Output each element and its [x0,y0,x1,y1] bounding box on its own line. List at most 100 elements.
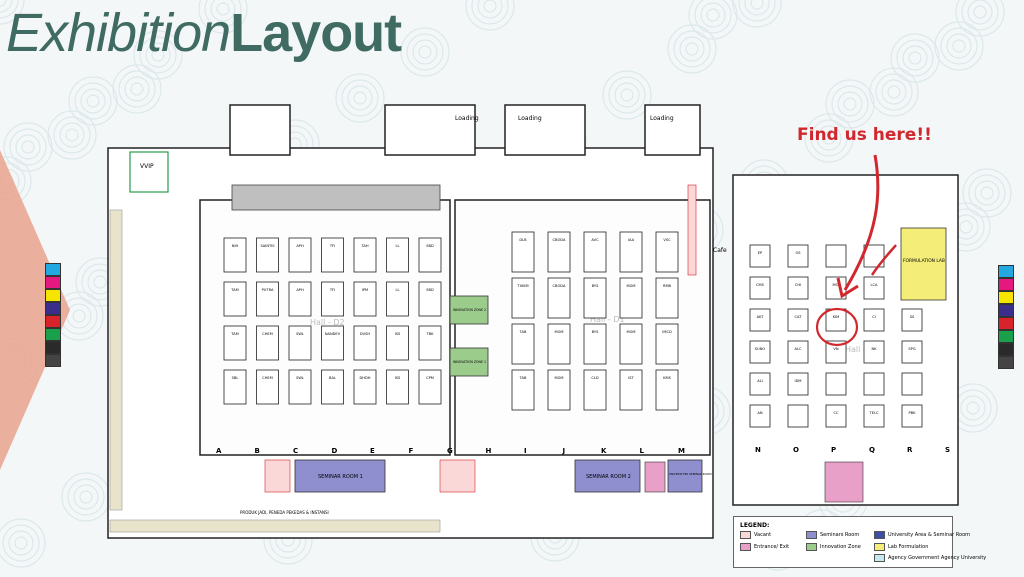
booth[interactable] [863,372,885,396]
title-light: Exhibition [6,3,231,63]
booth[interactable] [655,277,679,319]
booth[interactable] [418,237,442,273]
booth[interactable] [749,372,771,396]
booth[interactable] [655,231,679,273]
seminar-room-2-label: SEMINAR ROOM 2 [586,474,631,480]
legend-item: Vacant [740,531,771,539]
booth[interactable] [223,369,247,405]
find-us-callout: Find us here!! [797,125,932,145]
booth[interactable] [547,369,571,411]
booth[interactable] [288,281,312,317]
booth-label: MGM [627,330,636,334]
booth[interactable] [223,325,247,361]
booth[interactable] [787,372,809,396]
booth[interactable] [547,277,571,319]
booth-label: CHEM [262,376,273,380]
color-swatch [998,317,1014,330]
booth[interactable] [863,404,885,428]
booth[interactable] [901,340,923,364]
booth[interactable] [749,308,771,332]
booth[interactable] [619,369,643,411]
booth[interactable] [825,404,847,428]
booth[interactable] [386,369,409,405]
booth[interactable] [583,231,607,273]
color-swatch [45,315,61,328]
booth[interactable] [655,323,679,365]
seminar-room-2[interactable] [574,459,641,493]
booth[interactable] [321,281,344,317]
booth[interactable] [749,244,771,268]
booth[interactable] [418,369,442,405]
seminar-room-universities[interactable] [667,459,703,493]
booth[interactable] [619,231,643,273]
legend-label: University Area & Seminar Room [888,532,971,538]
booth[interactable] [749,340,771,364]
color-swatch [998,343,1014,356]
booth[interactable] [825,244,847,268]
booth[interactable] [787,340,809,364]
booth[interactable] [583,277,607,319]
booth[interactable] [288,237,312,273]
booth[interactable] [321,325,344,361]
booth[interactable] [547,231,571,273]
booth[interactable] [825,372,847,396]
booth[interactable] [787,308,809,332]
booth[interactable] [321,237,344,273]
booth[interactable] [583,369,607,411]
booth-label: SWL [296,332,304,336]
booth[interactable] [863,340,885,364]
booth[interactable] [288,325,312,361]
booth[interactable] [223,281,247,317]
booth[interactable] [511,323,535,365]
booth[interactable] [901,372,923,396]
booth[interactable] [256,325,279,361]
booth[interactable] [256,237,279,273]
formulation-lab[interactable] [900,227,947,301]
booth[interactable] [386,281,409,317]
innovation-zone-2[interactable] [449,295,489,325]
booth[interactable] [619,277,643,319]
booth[interactable] [223,237,247,273]
booth[interactable] [547,323,571,365]
booth[interactable] [386,237,409,273]
booth[interactable] [749,276,771,300]
booth[interactable] [288,369,312,405]
booth-label: BYS [592,330,599,334]
booth[interactable] [749,404,771,428]
booth[interactable] [787,276,809,300]
booth[interactable] [901,404,923,428]
booth[interactable] [386,325,409,361]
booth[interactable] [353,369,377,405]
booth[interactable] [418,281,442,317]
innovation-zone-1[interactable] [449,347,489,377]
booth[interactable] [511,277,535,319]
booth[interactable] [256,369,279,405]
booth[interactable] [583,323,607,365]
booth[interactable] [511,369,535,411]
booth[interactable] [787,404,809,428]
seminar-room-1[interactable] [294,459,386,493]
booth[interactable] [353,281,377,317]
booth[interactable] [418,325,442,361]
loading-label: Loading [650,115,674,122]
booth[interactable] [825,340,847,364]
booth[interactable] [863,308,885,332]
booth[interactable] [863,276,885,300]
booth[interactable] [619,323,643,365]
booth[interactable] [353,325,377,361]
booth[interactable] [353,237,377,273]
booth-label: NIH [232,244,239,248]
booth[interactable] [511,231,535,273]
booth-label: TAM [230,288,238,292]
loading-label: Loading [518,115,542,122]
booth[interactable] [256,281,279,317]
booth[interactable] [321,369,344,405]
booth-label: ISS [395,332,401,336]
booth[interactable] [655,369,679,411]
legend-label: Entrance/ Exit [754,544,790,550]
booth[interactable] [901,308,923,332]
booth[interactable] [787,244,809,268]
